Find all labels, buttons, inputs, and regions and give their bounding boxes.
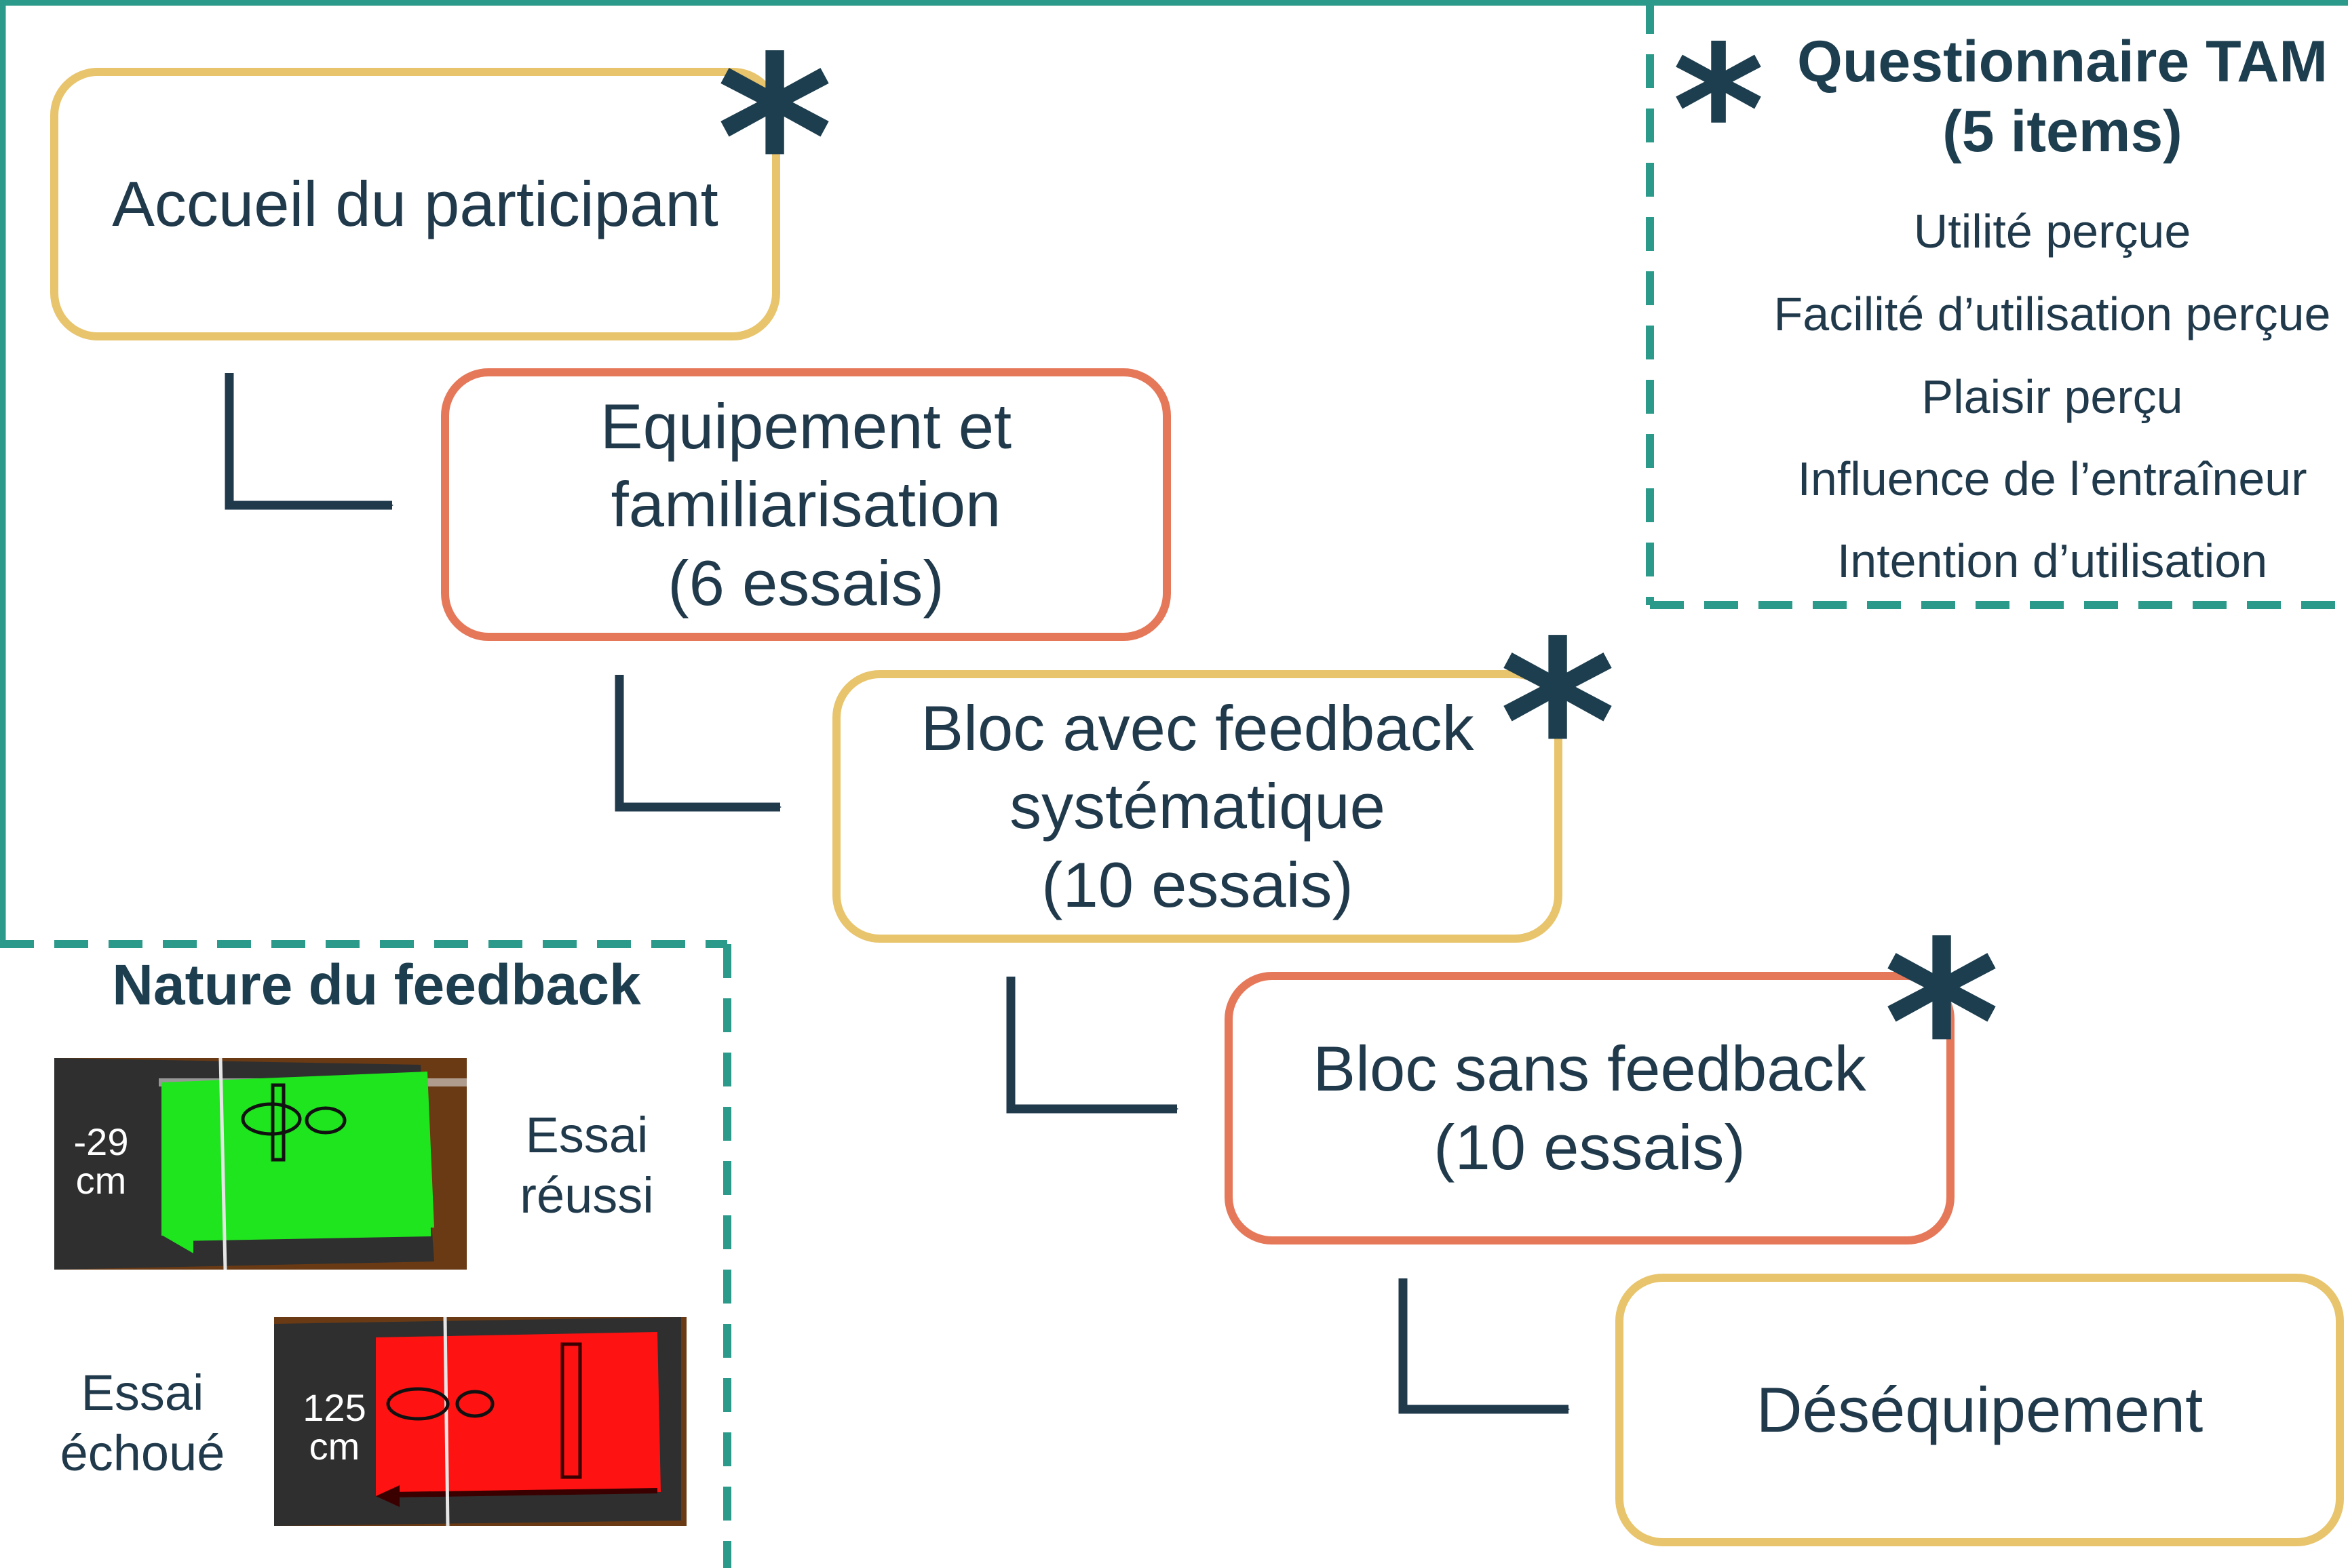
step-bloc-sans-feedback: Bloc sans feedback (10 essais) (1225, 972, 1955, 1244)
distance-unit: cm (75, 1159, 127, 1202)
failure-distance-readout: 125 cm (297, 1388, 372, 1466)
elbow-arrow-icon (225, 373, 393, 510)
success-label: Essai réussi (495, 1105, 678, 1226)
label-line: Essai (81, 1365, 204, 1421)
asterisk-icon: * (716, 9, 834, 269)
failure-label: Essai échoué (47, 1363, 237, 1484)
elbow-arrow-icon (1006, 977, 1178, 1114)
footprint-icon (241, 1083, 347, 1162)
footprint-icon (386, 1387, 495, 1421)
success-distance-readout: -29 cm (64, 1122, 138, 1200)
step-label: (10 essais) (1433, 1112, 1746, 1183)
step-label: systématique (1009, 770, 1385, 842)
tam-panel-border (1646, 0, 2348, 609)
label-line: réussi (520, 1167, 654, 1223)
elbow-arrow-icon (1398, 1278, 1570, 1414)
outer-frame (0, 0, 2348, 944)
elbow-arrow-icon (615, 675, 782, 812)
label-line: échoué (60, 1424, 225, 1481)
distance-value: -29 (73, 1120, 129, 1163)
tam-item: Utilité perçue (1913, 205, 2191, 258)
tam-title-line: Questionnaire TAM (1796, 29, 2328, 94)
step-label: familiarisation (611, 469, 1001, 541)
step-label: Bloc sans feedback (1313, 1033, 1866, 1105)
step-bloc-avec-feedback: Bloc avec feedback systématique (10 essa… (832, 670, 1562, 943)
asterisk-icon: * (1672, 9, 1765, 214)
step-label: Accueil du participant (112, 168, 718, 240)
success-feedback-image: -29 cm (54, 1058, 467, 1270)
step-label: Déséquipement (1756, 1374, 2203, 1446)
asterisk-icon: * (1499, 593, 1617, 854)
tam-title: Questionnaire TAM (5 items) (1757, 27, 2348, 167)
label-line: Essai (525, 1107, 649, 1163)
distance-value: 125 (303, 1386, 366, 1429)
tam-item: Facilité d’utilisation perçue (1773, 288, 2331, 340)
step-label: Equipement et (600, 390, 1012, 462)
tam-title-line: (5 items) (1942, 99, 2182, 165)
step-label: (6 essais) (668, 547, 944, 619)
step-desequipement: Déséquipement (1615, 1274, 2344, 1546)
step-label: Bloc avec feedback (921, 692, 1474, 764)
feedback-panel-border (0, 940, 731, 1568)
step-equipement: Equipement et familiarisation (6 essais) (441, 368, 1171, 641)
tam-item: Plaisir perçu (1921, 370, 2183, 423)
feedback-title: Nature du feedback (112, 953, 641, 1017)
failure-feedback-image: 125 cm (274, 1317, 687, 1526)
step-label: (10 essais) (1041, 848, 1353, 920)
asterisk-icon: * (1883, 894, 2001, 1154)
tam-item: Influence de l’entraîneur (1797, 452, 2307, 505)
distance-unit: cm (309, 1425, 360, 1468)
tam-item: Intention d’utilisation (1836, 534, 2268, 587)
step-accueil: Accueil du participant (50, 68, 780, 340)
